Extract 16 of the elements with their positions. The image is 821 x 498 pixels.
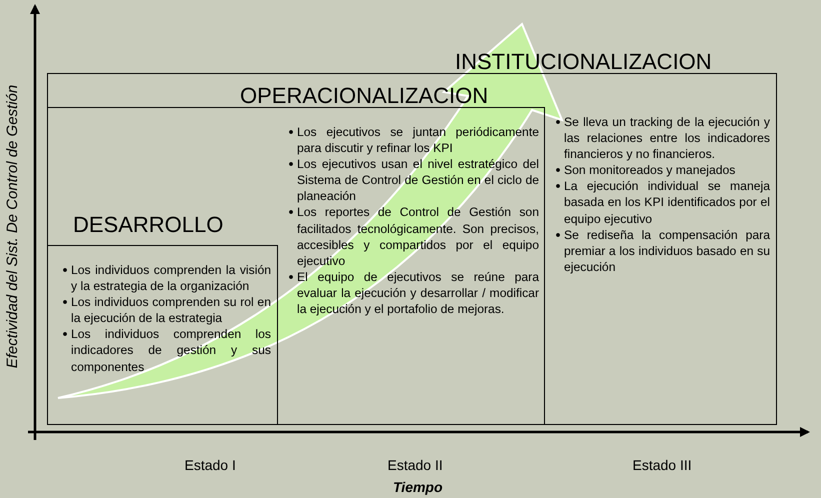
axis-tick-label: Estado I xyxy=(184,457,236,473)
bullet-item: La ejecución individual se maneja basada en los KPI identificados por el equipo ejecutivo xyxy=(555,178,770,227)
bullet-item: Los ejecutivos usan el nivel estratégico del Sistema de Control de Gestión en el ciclo de planeación xyxy=(288,156,539,204)
stage-title: DESARROLLO xyxy=(73,213,224,237)
stage-title: OPERACIONALIZACION xyxy=(240,84,488,108)
bullet-item: Los individuos comprenden su rol en la ejecución de la estrategia xyxy=(62,294,271,326)
axis-tick-label: Estado III xyxy=(632,457,692,473)
stage-title: INSTITUCIONALIZACION xyxy=(455,50,712,74)
bullet-item: Se lleva un tracking de la ejecución y las relaciones entre los indicadores financieros y no financieros. xyxy=(555,114,770,162)
axis-title: Tiempo xyxy=(393,479,443,495)
axis-tick-label: Estado II xyxy=(388,457,443,473)
bullet-item: Los reportes de Control de Gestión son facilitados tecnológicamente. Son precisos, accesibles y compartidos por el equipo ejecutivo xyxy=(288,204,539,269)
bullet-item: Los ejecutivos se juntan periódicamente para discutir y refinar los KPI xyxy=(288,124,539,156)
bullet-item: Los individuos comprenden los indicadores de gestión y sus componentes xyxy=(62,326,271,375)
axis-title: Efectividad del Sist. De Control de Gestión xyxy=(4,84,21,368)
bullet-item: Los individuos comprenden la visión y la estrategia de la organización xyxy=(62,262,271,294)
